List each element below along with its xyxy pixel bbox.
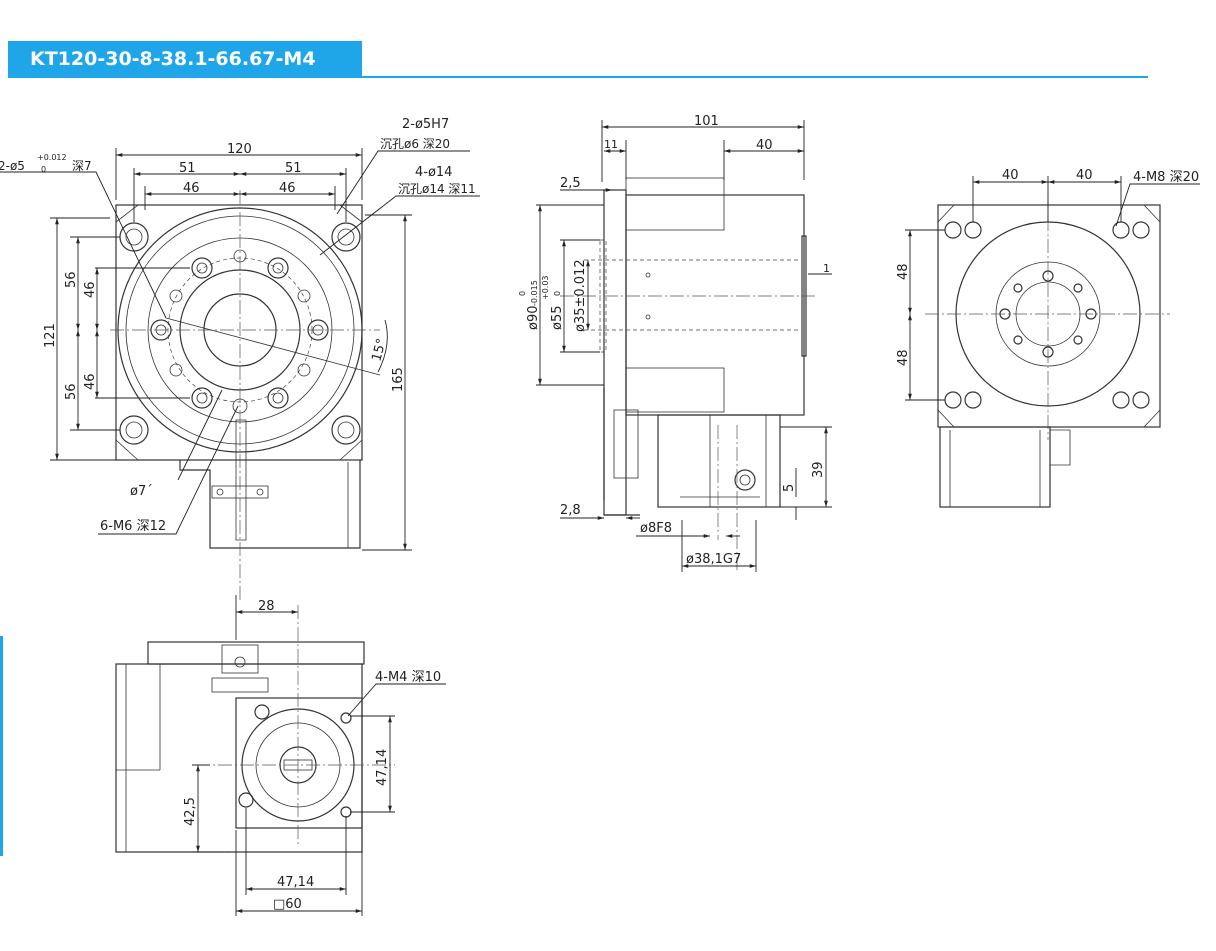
- title-rule: [8, 76, 1148, 78]
- rear-tapped-note: 4-M8 深20: [1133, 170, 1199, 185]
- front-motor-outline: [179, 460, 361, 549]
- side-dim-101: 101: [694, 114, 719, 129]
- side-hidden-bore: [584, 259, 800, 331]
- side-dim-40: 40: [756, 138, 773, 153]
- rear-dim-48-bottom: 48: [896, 349, 911, 366]
- motor-view: 28 4-M4 深10 47,14 42,5 47,14 □60: [115, 595, 446, 916]
- front-dim-51-left: 51: [179, 161, 196, 176]
- drawing-title: KT120-30-8-38.1-66.67-M4: [30, 48, 316, 70]
- motor-tapped-note: 4-M4 深10: [375, 670, 441, 685]
- motor-dim-28: 28: [258, 599, 275, 614]
- motor-connector: [221, 644, 259, 674]
- angle-ref-line: [165, 317, 381, 376]
- drawing-title-tab: KT120-30-8-38.1-66.67-M4: [8, 41, 362, 78]
- mount-note: 4-ø14: [415, 165, 452, 180]
- front-connector: [211, 485, 269, 499]
- side-dim-11: 11: [604, 138, 618, 151]
- pin-hole-note: 2-ø5: [0, 159, 25, 173]
- motor-dim-42-5: 42,5: [183, 797, 198, 826]
- side-dia-90: ø90: [526, 306, 541, 331]
- side-dim-2-5: 2,5: [560, 176, 581, 191]
- motor-dim-47-14-horizontal: 47,14: [277, 875, 314, 890]
- front-dim-51-right: 51: [285, 161, 302, 176]
- side-motor-shaft-end: [734, 469, 756, 491]
- front-centerlines: [110, 190, 380, 600]
- side-dim-1: 1: [823, 262, 830, 275]
- pin-hole-depth: 深7: [72, 159, 92, 173]
- dowel-note: 2-ø5H7: [402, 117, 449, 132]
- side-motor: [657, 414, 781, 508]
- side-dia-8f8: ø8F8: [640, 521, 672, 536]
- side-dia-90-tol-lower: -0.015: [530, 280, 539, 306]
- shaft-dia-note: ø7´: [130, 484, 153, 499]
- motor-dim-47-14-vertical: 47,14: [375, 749, 390, 786]
- front-dim-165: 165: [391, 367, 406, 392]
- rear-dim-48-top: 48: [896, 263, 911, 280]
- side-dia-35: ø35±0.012: [573, 259, 588, 332]
- front-dim-56-top: 56: [64, 271, 79, 288]
- front-dim-120: 120: [227, 142, 252, 157]
- pin-hole-tol-upper: +0.012: [37, 153, 67, 162]
- side-bottom-block: [625, 367, 725, 413]
- front-tapped-note: 6-M6 深12: [100, 519, 166, 534]
- front-view: 120 51 51 46 46 56 46 56 46 121 165 15° …: [0, 117, 480, 600]
- front-dim-121: 121: [43, 323, 58, 348]
- side-dia-90-tol-upper: 0: [518, 291, 527, 296]
- rear-motor: [939, 426, 1051, 508]
- rear-view: 40 40 48 48 4-M8 深20: [896, 168, 1200, 508]
- rear-dim-40-right: 40: [1076, 168, 1093, 183]
- front-dim-46-bottom: 46: [83, 373, 98, 390]
- side-dim-5: 5: [782, 484, 797, 492]
- front-shaft: [235, 419, 247, 541]
- side-view: 101 11 40 2,5 1 ø90 0 -0.015 ø55 +0.03 0…: [518, 114, 832, 572]
- side-flange: [603, 189, 627, 516]
- side-dia-38-1g7: ø38,1G7: [686, 552, 741, 567]
- rear-dim-40-left: 40: [1002, 168, 1019, 183]
- side-connector: [613, 409, 639, 479]
- front-dim-46-right: 46: [279, 181, 296, 196]
- side-body: [625, 194, 805, 416]
- mount-counterbore: 沉孔ø14 深11: [398, 182, 476, 196]
- side-dia-55-tol-lower: 0: [553, 291, 562, 296]
- side-dim-2-8: 2,8: [560, 503, 581, 518]
- side-dim-39: 39: [811, 461, 826, 478]
- left-accent-bar: [0, 636, 3, 856]
- front-dim-46-top: 46: [83, 281, 98, 298]
- motor-flange: [235, 697, 363, 829]
- side-dia-55-tol-upper: +0.03: [541, 275, 550, 300]
- side-dia-55: ø55: [550, 306, 565, 331]
- dowel-counterbore: 沉孔ø6 深20: [380, 137, 450, 151]
- front-dim-46-left: 46: [183, 181, 200, 196]
- side-top-block: [625, 177, 725, 231]
- front-angle-15: 15°: [369, 337, 389, 363]
- rear-mount-holes: [944, 221, 1150, 409]
- motor-square-60: □60: [273, 897, 302, 912]
- pin-hole-tol-lower: 0: [41, 165, 46, 174]
- front-tapped-holes: [150, 249, 329, 414]
- front-dim-56-bottom: 56: [64, 383, 79, 400]
- front-chamfers: [115, 204, 363, 461]
